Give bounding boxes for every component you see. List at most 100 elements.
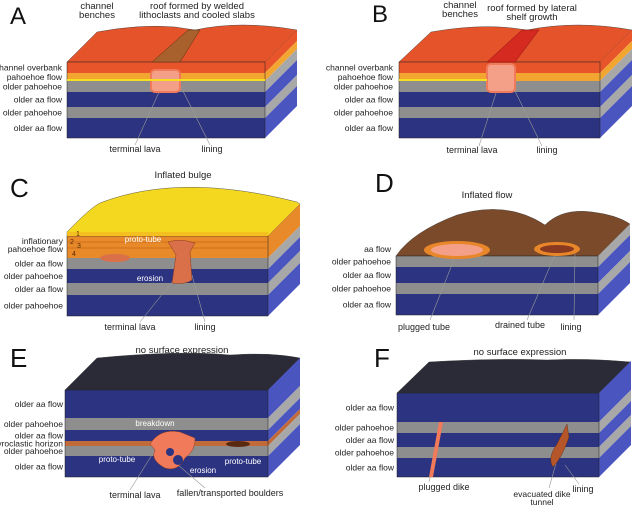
callout-label: terminal lava [104, 322, 155, 332]
leader-line [526, 249, 558, 321]
layer-front [397, 422, 599, 433]
inner-label: erosion [137, 274, 163, 283]
layer-side [600, 86, 632, 138]
callout-label: lining [560, 322, 581, 332]
layer-label: older aa flow [15, 259, 64, 269]
layer-front [67, 107, 265, 118]
callout-label: terminal lava [109, 490, 160, 500]
panel-title: benches [79, 10, 115, 21]
layer-side [599, 390, 631, 433]
evacuated-dike-tunnel [550, 423, 570, 468]
layer-front [397, 458, 599, 477]
plugged-tube [431, 244, 483, 256]
layer-label: older pahoehoe [335, 448, 394, 458]
callout-label: lining [201, 144, 222, 154]
layer-label: older aa flow [346, 435, 395, 445]
layer-label: older pahoehoe [334, 82, 393, 92]
callout-label: tunnel [530, 497, 553, 505]
block-outline [396, 392, 600, 478]
yellow-band [399, 79, 487, 81]
layer-side [600, 30, 632, 73]
layer-label: older pahoehoe [4, 271, 63, 281]
panel-letter: F [374, 343, 390, 373]
leader-line [429, 251, 458, 321]
layer-label: older pahoehoe [3, 82, 62, 92]
layer-side [265, 41, 297, 81]
block-outline [64, 389, 269, 478]
sublayer-number: 4 [72, 251, 76, 258]
layer-label: older aa flow [15, 462, 64, 472]
layer-side [268, 386, 300, 430]
top-surface [66, 187, 301, 237]
layer-front [67, 283, 268, 295]
layer-front [67, 269, 268, 283]
callout-label: evacuated dike [513, 489, 570, 499]
callout-label: drained tube [495, 320, 545, 330]
inner-label: proto-tube [125, 235, 162, 244]
layer-side [268, 263, 300, 316]
layer-label: pyroclastic horizon [0, 439, 63, 449]
panel-title: channel [80, 1, 113, 12]
layer-front [399, 118, 600, 138]
layer-side [268, 424, 300, 477]
inner-label: breakdown [135, 419, 174, 428]
panel-title: shelf growth [506, 12, 557, 23]
layer-label: older aa flow [346, 463, 395, 473]
layer-side [599, 415, 631, 458]
panel-letter: C [10, 173, 29, 203]
callout-label: lining [536, 145, 557, 155]
layer-front [397, 433, 599, 447]
panel-letter: D [375, 168, 394, 198]
layer-label: pahoehoe flow [7, 72, 63, 82]
layer-front [67, 258, 268, 269]
layer-side [265, 60, 297, 107]
proto-tube-conduit [167, 240, 196, 284]
leader-line [177, 464, 206, 489]
layer-front [396, 283, 598, 294]
layer-side [268, 204, 300, 258]
tube [486, 63, 516, 93]
layer-front [397, 447, 599, 458]
layer-side [600, 41, 632, 81]
callout-label: lining [572, 484, 593, 494]
layer-side [598, 224, 630, 267]
callout-label: plugged tube [398, 322, 450, 332]
boulder [173, 455, 183, 465]
layer-side [600, 60, 632, 107]
layer-side [268, 409, 300, 446]
callout-label: plugged dike [418, 482, 469, 492]
layer-label: inflationary [22, 236, 64, 246]
layer-front [396, 267, 598, 283]
panel-letter: A [10, 3, 26, 30]
layer-label: older aa flow [14, 95, 63, 105]
layer-front [65, 390, 268, 418]
leader-line [511, 84, 543, 147]
layer-label: older aa flow [15, 284, 64, 294]
plugged-dike [429, 422, 443, 477]
layer-label: older aa flow [15, 431, 64, 441]
layer-label: aa flow [364, 244, 392, 254]
layer-label: pahoehoe flow [8, 244, 64, 254]
top-surface [396, 359, 632, 394]
layer-label: older aa flow [346, 403, 395, 413]
layer-label: channel overbank [0, 63, 63, 73]
sublayer-1 [67, 232, 268, 236]
layer-label: older pahoehoe [335, 423, 394, 433]
layer-front [67, 295, 268, 316]
top-surface [64, 352, 301, 391]
leader-line [191, 274, 206, 323]
sublayer-number: 1 [76, 231, 80, 238]
layer-side [598, 251, 630, 294]
lateral-shelf-roof [486, 29, 540, 63]
layer-side [598, 262, 630, 315]
layer-side [265, 86, 297, 138]
layer-side [268, 226, 300, 269]
inner-label: erosion [190, 466, 216, 475]
layer-label: older pahoehoe [4, 301, 63, 311]
layer-front [67, 92, 265, 107]
layer-side [268, 358, 300, 418]
layer-label: older pahoehoe [334, 108, 393, 118]
inner-label: proto-tube [99, 455, 136, 464]
